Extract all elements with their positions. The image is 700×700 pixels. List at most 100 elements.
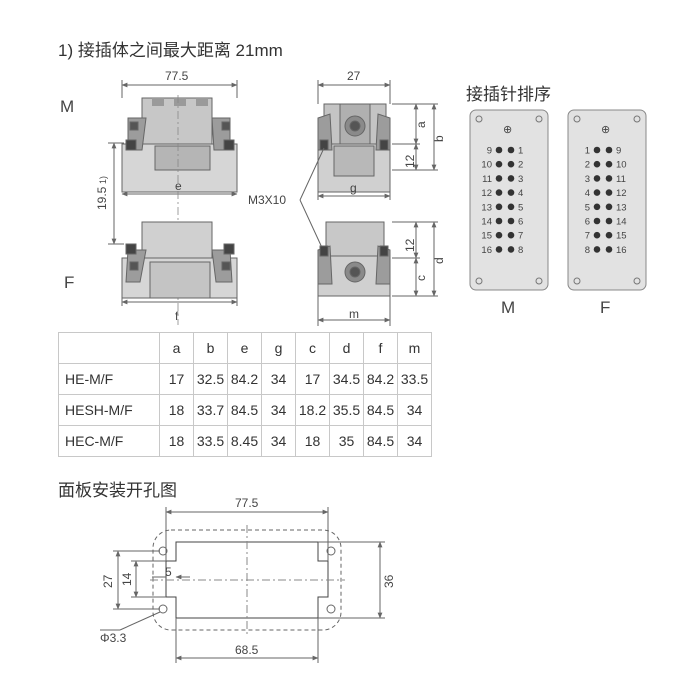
screw-leader [299, 147, 325, 253]
gap-dim: 19.5 [95, 186, 109, 210]
table-cell: 18 [295, 425, 330, 457]
pin-number: 6 [518, 217, 523, 228]
dim-d-label: d [432, 257, 446, 264]
front-view-male [121, 80, 238, 197]
pin-dot [605, 189, 613, 196]
pin-dot [593, 246, 601, 253]
pin-dot [495, 203, 503, 211]
table-header: d [329, 332, 364, 364]
front-view-female [121, 221, 238, 306]
pin-number: 9 [616, 146, 621, 157]
pin-number: 7 [585, 231, 590, 242]
table-header: a [159, 332, 194, 364]
dimension-table: a b e g c d f m HE-M/F 17 32.5 84.2 34 1… [58, 332, 432, 457]
gap-dimension [108, 142, 124, 245]
pin-number: 15 [481, 231, 492, 242]
pin-number: 3 [518, 174, 523, 185]
side-view-female [317, 221, 438, 326]
cutout-title: 面板安装开孔图 [58, 481, 177, 500]
pin-number: 1 [585, 146, 590, 157]
pin-dot [495, 231, 503, 239]
pin-dot [605, 231, 613, 239]
cutout-top-dim: 77.5 [235, 496, 259, 510]
dim-b-label: b [432, 135, 446, 142]
pin-number: 4 [518, 188, 523, 199]
table-cell: 84.5 [227, 394, 262, 426]
pin-dot [507, 246, 515, 253]
table-cell: 35 [329, 425, 364, 457]
pin-dot [605, 146, 613, 154]
table-cell: 34.5 [329, 363, 364, 395]
pin-layout-title: 接插针排序 [466, 85, 551, 104]
pin-dot [507, 189, 515, 196]
pin-number: 2 [585, 160, 590, 171]
pin-number: 16 [616, 245, 627, 256]
side-view-male [317, 80, 438, 200]
ground-icon-male: ⊕ [503, 124, 512, 136]
male-label: M [60, 97, 75, 116]
pin-number: 12 [481, 188, 492, 199]
table-cell: 32.5 [193, 363, 228, 395]
pin-dot [507, 203, 515, 211]
front-width-dim: 77.5 [165, 69, 189, 83]
pin-number: 14 [481, 217, 492, 228]
cutout-left-inner: 14 [120, 572, 134, 586]
table-cell: 84.5 [363, 394, 398, 426]
row-name: HESH-M/F [58, 394, 160, 426]
ground-icon-female: ⊕ [601, 124, 610, 136]
pin-dot [495, 189, 503, 196]
row-name: HE-M/F [58, 363, 160, 395]
table-cell: 18 [159, 425, 194, 457]
pin-dot [495, 246, 503, 253]
table-cell: 33.5 [193, 425, 228, 457]
pin-dot [605, 246, 613, 253]
pin-number: 5 [585, 202, 590, 213]
pin-number: 14 [616, 217, 627, 228]
table-header: f [363, 332, 398, 364]
pin-male-label: M [501, 298, 516, 317]
cutout-bottom-dim: 68.5 [235, 643, 259, 657]
table-header: m [397, 332, 432, 364]
pin-dot [507, 175, 515, 182]
pin-dot [593, 175, 601, 182]
table-cell: 84.5 [363, 425, 398, 457]
table-header: c [295, 332, 330, 364]
table-header: g [261, 332, 296, 364]
pin-number: 4 [585, 188, 590, 199]
pin-number: 13 [616, 202, 627, 213]
pin-dot [495, 160, 503, 168]
table-corner [58, 332, 160, 364]
dim-f-label: f [175, 309, 179, 323]
table-cell: 34 [261, 394, 296, 426]
pin-number: 13 [481, 202, 492, 213]
pin-dot [507, 146, 515, 154]
cutout-left-outer: 27 [101, 574, 115, 588]
cutout-hole: Φ3.3 [100, 631, 127, 645]
dim-12-bottom: 12 [403, 238, 417, 252]
pin-dot [495, 217, 503, 225]
pin-dot [593, 231, 601, 239]
table-cell: 35.5 [329, 394, 364, 426]
pin-number: 7 [518, 231, 523, 242]
pin-female-label: F [600, 298, 611, 317]
panel-cutout [100, 507, 385, 663]
pin-dot [593, 146, 601, 154]
table-row: HESH-M/F 18 33.7 84.5 34 18.2 35.5 84.5 … [58, 394, 432, 426]
pin-dot [495, 146, 503, 154]
pin-number: 10 [481, 160, 492, 171]
pin-number: 15 [616, 231, 627, 242]
table-cell: 34 [397, 394, 432, 426]
pin-dot [605, 203, 613, 211]
table-cell: 33.7 [193, 394, 228, 426]
table-cell: 34 [261, 425, 296, 457]
pin-dot [593, 217, 601, 225]
dim-g-label: g [350, 181, 357, 195]
pin-dot [605, 160, 613, 168]
pin-number: 1 [518, 146, 523, 157]
pin-number: 6 [585, 217, 590, 228]
table-cell: 18.2 [295, 394, 330, 426]
table-cell: 34 [397, 425, 432, 457]
table-header: e [227, 332, 262, 364]
